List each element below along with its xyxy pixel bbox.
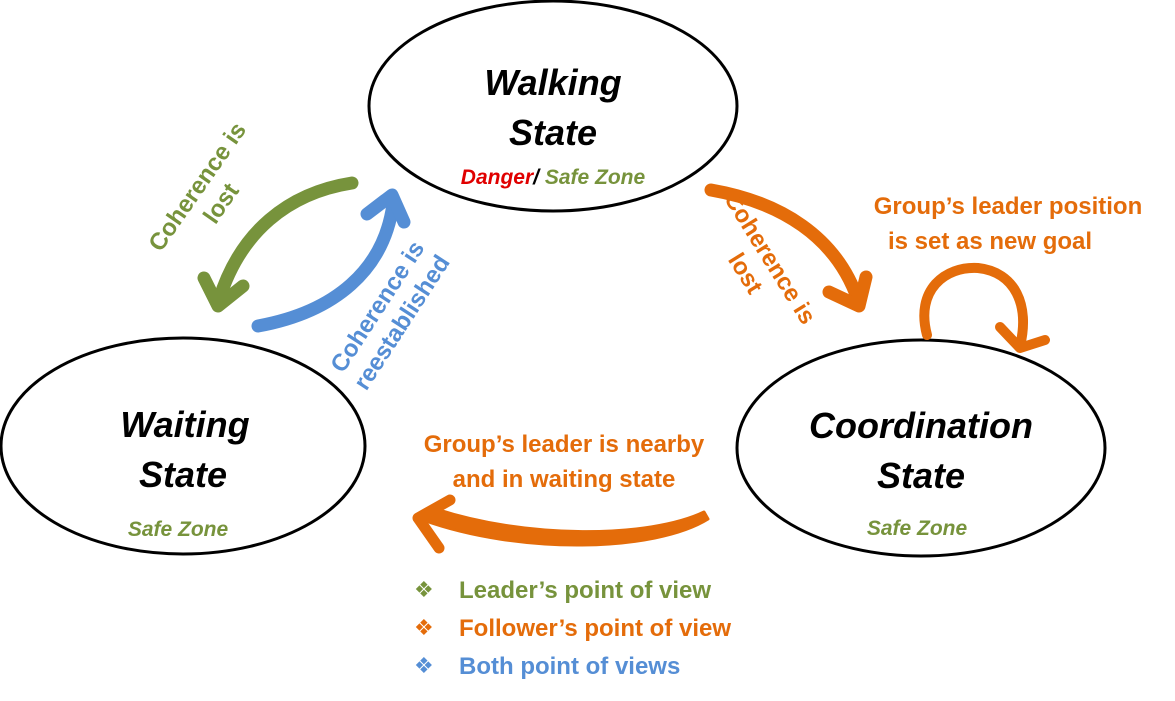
legend: ❖ Leader’s point of view ❖ Follower’s po… xyxy=(414,577,731,680)
walking-state-zone: Danger/ Safe Zone xyxy=(461,166,646,189)
label-coordination-self-loop-line2: is set as new goal xyxy=(888,228,1092,255)
arrow-waiting-to-walking xyxy=(251,188,411,333)
walking-state-outline xyxy=(367,0,739,213)
coordination-state-zone: Safe Zone xyxy=(867,517,968,540)
legend-item-both: ❖ Both point of views xyxy=(414,653,680,680)
arrow-coordination-to-waiting xyxy=(412,494,710,554)
waiting-state-title-line2: State xyxy=(139,454,227,495)
label-coordination-to-waiting-line2: and in waiting state xyxy=(453,466,676,493)
arrow-walking-to-waiting xyxy=(197,176,359,313)
diamond-cluster-icon: ❖ xyxy=(414,578,434,603)
coordination-state-title-line2: State xyxy=(877,455,965,496)
safe-zone-label: Safe Zone xyxy=(539,166,646,189)
walking-state-title-line1: Walking xyxy=(484,62,621,103)
legend-label-leader: Leader’s point of view xyxy=(459,577,711,604)
label-walking-to-waiting-line1: Coherence is xyxy=(143,117,252,256)
waiting-state-outline xyxy=(0,336,367,556)
label-coordination-self-loop-line1: Group’s leader position xyxy=(874,193,1142,220)
waiting-state-title-line1: Waiting xyxy=(120,404,249,445)
label-walking-to-coordination: Coherence is lost xyxy=(718,187,821,329)
arrow-walking-to-coordination xyxy=(704,183,873,313)
waiting-state-node[interactable]: Waiting State Safe Zone xyxy=(0,336,367,556)
diamond-cluster-icon: ❖ xyxy=(414,616,434,641)
legend-item-leader: ❖ Leader’s point of view xyxy=(414,577,711,604)
label-coordination-self-loop: Group’s leader position is set as new go… xyxy=(874,193,1142,255)
coordination-state-node[interactable]: Coordination State Safe Zone xyxy=(735,338,1107,558)
coordination-state-title-line1: Coordination xyxy=(809,405,1033,446)
legend-item-follower: ❖ Follower’s point of view xyxy=(414,615,731,642)
diamond-cluster-icon: ❖ xyxy=(414,654,434,679)
label-waiting-to-walking: Coherence is reestablished xyxy=(325,236,455,395)
label-walking-to-waiting: Coherence is lost xyxy=(143,117,252,256)
danger-zone-label: Danger xyxy=(461,166,535,189)
waiting-state-zone: Safe Zone xyxy=(128,518,229,541)
zone-separator: / xyxy=(532,166,541,189)
arrow-coordination-self-loop xyxy=(919,262,1050,353)
walking-state-node[interactable]: Walking State Danger/ Safe Zone xyxy=(367,0,739,213)
walking-state-title-line2: State xyxy=(509,112,597,153)
label-coordination-to-waiting: Group’s leader is nearby and in waiting … xyxy=(424,431,705,493)
legend-label-follower: Follower’s point of view xyxy=(459,615,731,642)
label-coordination-to-waiting-line1: Group’s leader is nearby xyxy=(424,431,705,458)
coordination-state-outline xyxy=(735,338,1107,558)
legend-label-both: Both point of views xyxy=(459,653,680,680)
